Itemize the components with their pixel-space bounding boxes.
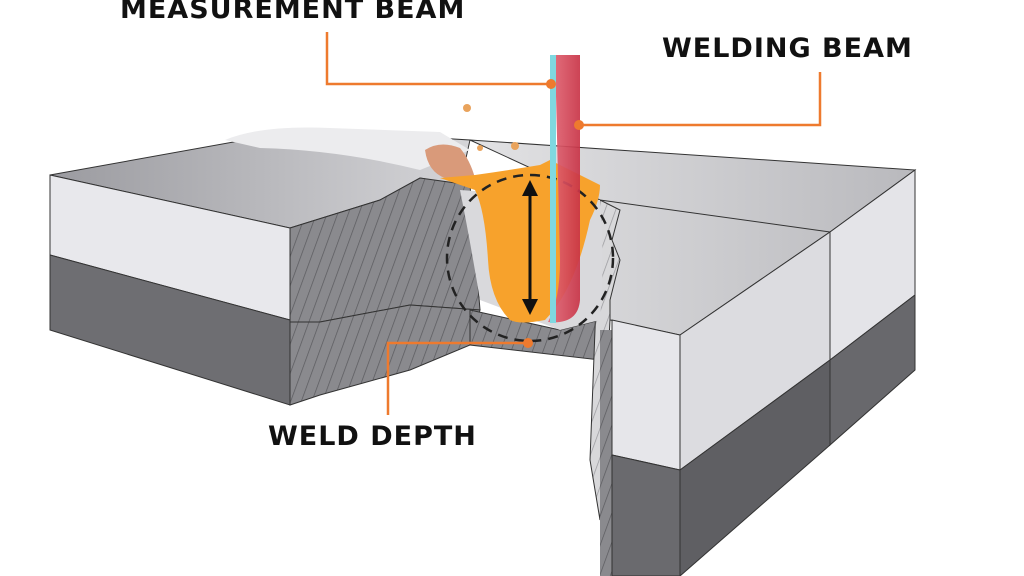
leader-dot <box>546 79 556 89</box>
welding-beam <box>548 55 580 323</box>
depth-arrow-head-bottom <box>522 299 538 315</box>
leader-dot <box>574 120 584 130</box>
weld-depth-label: WELD DEPTH <box>268 421 477 452</box>
weld-seam <box>225 127 470 170</box>
welding-beam-label: WELDING BEAM <box>662 33 913 64</box>
measurement-beam <box>550 55 556 323</box>
right-block-end-dark <box>829 293 916 447</box>
right-block-front-dark <box>611 454 681 576</box>
depth-arrow-head-top <box>522 180 538 196</box>
cross-section-right-lower <box>600 330 612 576</box>
spatter-droplet <box>463 104 471 112</box>
right-block-front-light <box>611 319 681 471</box>
measurement-beam-leader <box>325 32 551 86</box>
spatter-blob <box>425 144 475 178</box>
spatter-droplet <box>511 142 519 150</box>
weld-depth-leader <box>386 341 528 415</box>
welding-beam-leader <box>579 72 822 127</box>
measurement-beam-label: MEASUREMENT BEAM <box>120 0 466 25</box>
weld-depth-highlight-circle <box>445 173 615 343</box>
spatter-droplet <box>477 145 483 151</box>
leader-dot <box>523 338 533 348</box>
